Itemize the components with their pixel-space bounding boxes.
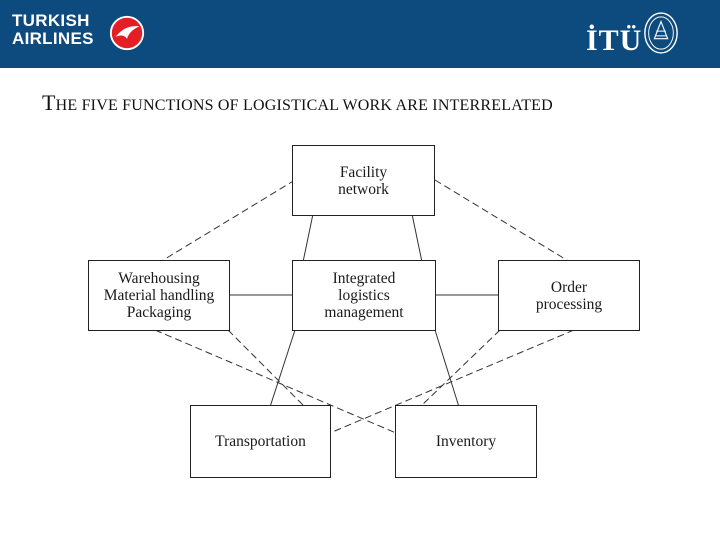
node-label: network: [338, 180, 389, 198]
node-label: logistics: [338, 287, 390, 304]
link-facility-warehousing: [159, 179, 296, 263]
node-label: Integrated: [332, 270, 396, 287]
header-bar: TURKISH AIRLINES İTÜ: [0, 0, 720, 68]
logo-line-1: TURKISH: [12, 11, 90, 30]
link-facility-integrated-right: [411, 213, 423, 263]
turkish-airlines-logo: TURKISH AIRLINES: [12, 12, 152, 58]
node-integrated-logistics: Integrated logistics management: [292, 260, 436, 331]
node-label: processing: [535, 295, 603, 313]
itu-logo: İTÜ: [586, 10, 686, 60]
node-warehousing: Warehousing Material handling Packaging: [88, 260, 230, 331]
node-label: Order: [550, 278, 588, 296]
node-label: Inventory: [435, 433, 497, 450]
bird-emblem-icon: [109, 15, 145, 51]
node-facility-network: Facility network: [292, 145, 435, 216]
node-order-processing: Order processing: [498, 260, 640, 331]
turkish-airlines-wordmark: TURKISH AIRLINES: [12, 12, 94, 48]
node-label: Packaging: [126, 304, 192, 321]
node-transportation: Transportation: [190, 405, 331, 478]
node-label: Material handling: [103, 287, 215, 304]
title-rest: HE FIVE FUNCTIONS OF LOGISTICAL WORK ARE…: [55, 97, 553, 114]
node-label: Facility: [339, 163, 388, 181]
link-warehousing-transportation: [227, 329, 306, 408]
node-label: management: [324, 304, 404, 321]
link-order-inventory: [419, 329, 501, 408]
link-integrated-transportation: [269, 329, 296, 408]
logo-line-2: AIRLINES: [12, 29, 94, 48]
link-facility-integrated-left: [302, 213, 314, 263]
node-label: Transportation: [215, 433, 306, 450]
title-first-letter: T: [42, 90, 56, 115]
node-label: Warehousing: [118, 270, 200, 287]
node-inventory: Inventory: [395, 405, 537, 478]
link-integrated-inventory: [434, 329, 460, 408]
link-facility-order: [434, 179, 571, 263]
itu-seal-icon: [644, 12, 678, 54]
link-order-transportation: [329, 329, 575, 434]
itu-wordmark: İTÜ: [586, 24, 643, 57]
slide-title: THE FIVE FUNCTIONS OF LOGISTICAL WORK AR…: [42, 90, 712, 116]
